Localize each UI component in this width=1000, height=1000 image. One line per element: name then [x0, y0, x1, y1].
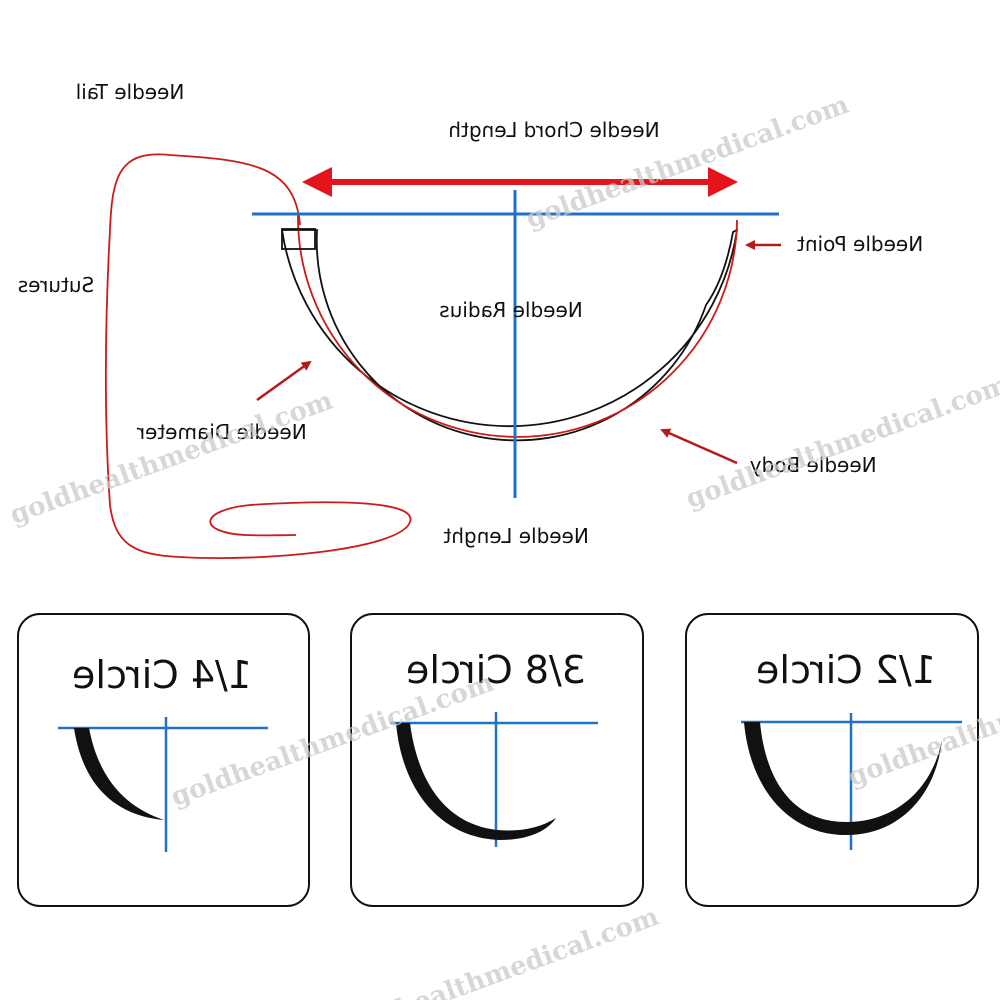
label-needle-chord-length: Needle Chord Length — [448, 118, 659, 142]
label-needle-lenght: Needle Lenght — [443, 524, 589, 548]
needle-tail-box — [281, 228, 316, 250]
main-diagram: Needle Tail Needle Chord Length Needle P… — [18, 80, 923, 559]
watermark-text: goldhealthmedical.com — [682, 370, 1000, 515]
needle-body-pointer — [660, 428, 738, 465]
card-needle-shape — [74, 728, 164, 820]
label-needle-tail: Needle Tail — [76, 80, 185, 104]
card-needle-shape — [396, 723, 556, 840]
card-title: 1/4 Circle — [72, 653, 252, 697]
card-frame — [17, 613, 310, 907]
card-frame — [685, 613, 979, 907]
card-needle-shape — [744, 722, 942, 835]
label-needle-radius: Needle Radius — [439, 298, 583, 322]
needle-diameter-pointer — [256, 360, 312, 402]
watermark-text: goldhealthmedical.com — [6, 386, 337, 531]
watermark-text: goldhealthmedical.com — [332, 902, 663, 1000]
card-title: 1/2 Circle — [756, 648, 936, 692]
label-needle-body: Needle Body — [750, 453, 877, 477]
chord-length-arrow — [302, 167, 738, 197]
card-three-eighths-circle: 3/8 Circle — [350, 613, 644, 907]
card-half-circle: 1/2 Circle — [685, 613, 979, 907]
label-sutures: Sutures — [18, 273, 94, 297]
label-needle-point: Needle Point — [797, 232, 923, 256]
needle-outline — [280, 228, 739, 442]
card-title: 3/8 Circle — [406, 648, 586, 692]
label-needle-diameter: Needle Diameter — [136, 420, 307, 444]
needle-center-line — [297, 214, 738, 438]
card-quarter-circle: 1/4 Circle — [17, 613, 310, 907]
suture-thread — [104, 153, 412, 559]
